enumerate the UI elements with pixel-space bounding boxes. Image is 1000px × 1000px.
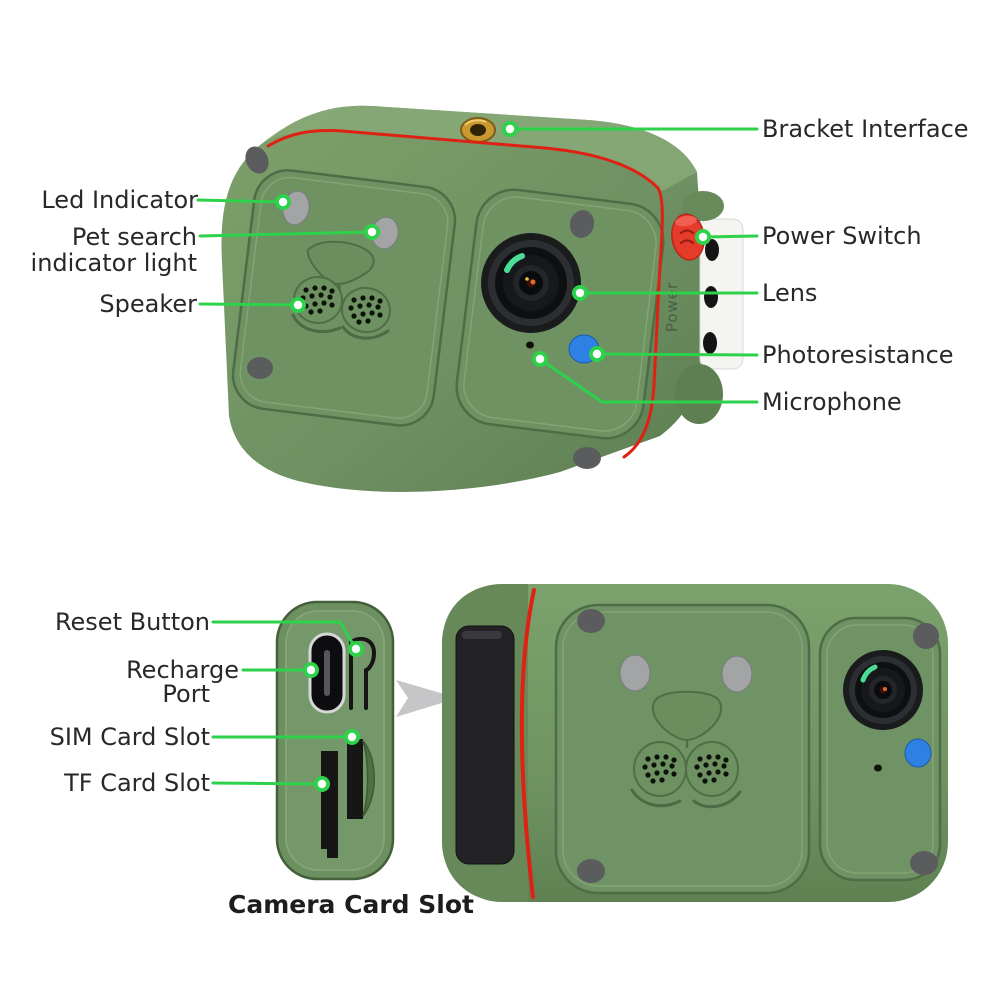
arrow-icon	[396, 680, 458, 717]
label-recharge-port: Port	[162, 680, 210, 708]
label-power-switch: Power Switch	[762, 222, 922, 250]
speaker-grille	[291, 275, 391, 340]
pet-search-indicator-dot	[721, 655, 753, 693]
rubber-pad	[577, 859, 605, 883]
lens	[481, 233, 581, 333]
side-panel-view	[275, 600, 395, 881]
label-led-indicator: Led Indicator	[41, 186, 198, 214]
label-tf-card-slot: TF Card Slot	[64, 769, 210, 797]
speaker-grille	[630, 741, 742, 809]
sim-card-slot	[347, 739, 375, 819]
card-slot-door	[455, 625, 515, 865]
bear-nose	[306, 240, 375, 285]
caption-camera-card-slot: Camera Card Slot	[228, 890, 474, 919]
label-reset-button: Reset Button	[54, 608, 210, 636]
rubber-pad	[913, 623, 939, 649]
callout-dots	[275, 121, 711, 792]
rubber-pad	[910, 851, 938, 875]
photoresistance-dot	[904, 738, 932, 768]
usb-c-port	[308, 632, 346, 714]
label-recharge: Recharge	[126, 656, 239, 684]
label-pet-search-indicator: Pet search indicator light	[30, 223, 197, 277]
label-sim-card-slot: SIM Card Slot	[49, 723, 210, 751]
rubber-pad	[245, 146, 269, 174]
camera-top-view: Power	[221, 105, 744, 492]
rubber-pad	[247, 357, 273, 379]
power-button-label: Power	[663, 282, 681, 332]
bracket-interface-screw	[460, 117, 496, 143]
microphone-hole	[874, 764, 882, 772]
label-bracket-interface: Bracket Interface	[762, 115, 969, 143]
label-microphone: Microphone	[762, 388, 902, 416]
label-lens: Lens	[762, 279, 818, 307]
camera-top-face	[264, 105, 697, 191]
front-left-panel	[231, 169, 457, 427]
label-photoresistance: Photoresistance	[762, 341, 954, 369]
bear-nose	[651, 690, 723, 742]
lens	[843, 650, 923, 730]
rubber-pad	[573, 447, 601, 469]
led-indicator-dot	[619, 654, 651, 692]
red-accent-line	[266, 129, 664, 459]
camera-bottom-view	[442, 584, 948, 902]
tf-card-slot	[321, 751, 338, 858]
microphone-hole	[526, 341, 534, 349]
rubber-pad	[569, 210, 595, 238]
rubber-pad	[577, 609, 605, 633]
front-center-panel	[554, 603, 811, 895]
callout-lines	[196, 127, 759, 786]
label-speaker: Speaker	[99, 290, 197, 318]
red-accent-line	[519, 588, 536, 899]
